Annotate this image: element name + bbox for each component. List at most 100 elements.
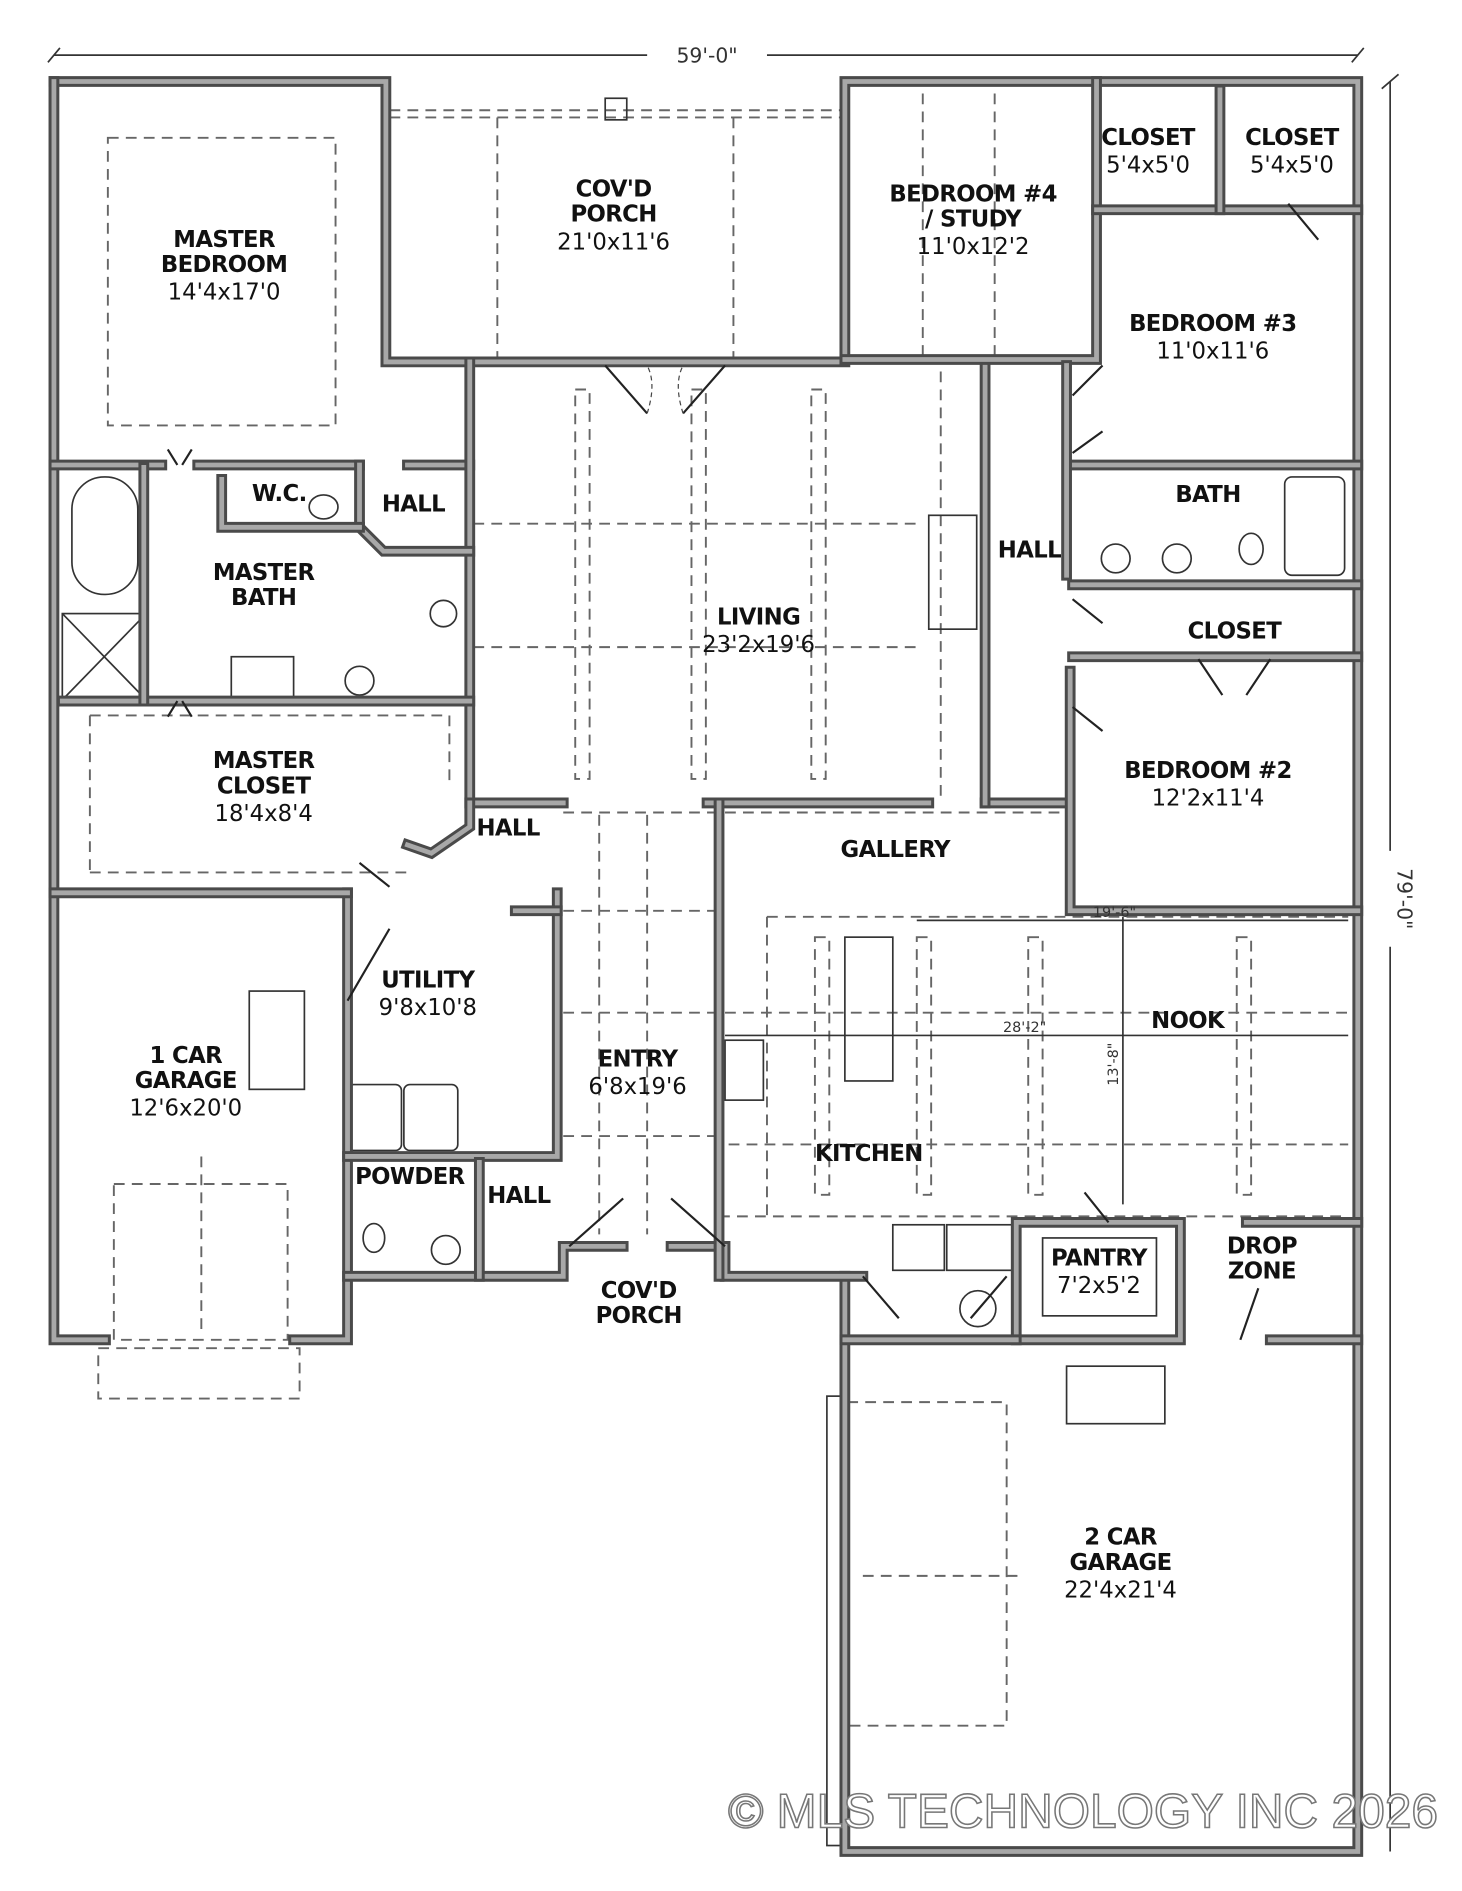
sink: [429, 599, 458, 628]
wall-segment: [1067, 668, 1361, 914]
room-powder: POWDER: [355, 1164, 466, 1190]
room-name: POWDER: [355, 1164, 466, 1190]
room-size: 6'8x19'6: [588, 1074, 686, 1100]
room-name: KITCHEN: [815, 1141, 923, 1167]
wall-segment: [51, 79, 1361, 1854]
wall-segment: [668, 1243, 866, 1279]
room-name: HALL: [998, 537, 1061, 563]
ceiling-fixture: [604, 97, 628, 121]
room-name: ZONE: [1228, 1259, 1296, 1285]
room-wc: W.C.: [252, 481, 307, 507]
kitchen-nook-depth-label: 13'-8": [1106, 1043, 1122, 1086]
toilet: [1238, 532, 1264, 566]
sink: [344, 665, 375, 696]
walls: [48, 76, 1364, 1857]
room-size: 7'2x5'2: [1057, 1273, 1141, 1299]
room-name: 1 CAR: [149, 1043, 223, 1069]
room-bath: BATH: [1175, 482, 1241, 508]
water-heater: [959, 1289, 997, 1328]
sink: [430, 1234, 462, 1266]
overall-depth-label: 79'-0": [1392, 868, 1416, 929]
room-size: 11'0x12'2: [917, 234, 1030, 260]
room-size: 14'4x17'0: [168, 280, 281, 306]
room-name: BATH: [1175, 482, 1240, 508]
wall-segment: [48, 76, 111, 1346]
washer: [346, 1083, 403, 1152]
room-name: LIVING: [717, 604, 800, 630]
kitchen-nook-width-label: 28'-2": [1003, 1020, 1046, 1036]
room-hall-bedrooms: HALL: [998, 537, 1062, 563]
appliance: [945, 1223, 1014, 1272]
pantry-shelf: [1041, 1237, 1158, 1317]
room-size: 12'2x11'4: [1152, 785, 1265, 811]
wall-segment: [219, 476, 362, 530]
cooktop: [724, 1039, 765, 1101]
room-name: BATH: [231, 585, 296, 611]
room-size: 23'2x19'6: [702, 632, 815, 658]
overall-width-dimension: 59'-0": [47, 43, 1365, 67]
toilet: [362, 1222, 386, 1254]
room-hall-utility: HALL: [476, 815, 540, 841]
sink: [1161, 543, 1193, 574]
wall-segment: [404, 800, 473, 856]
wall-segment: [51, 79, 108, 1343]
nook-width-label: 19'-6": [1093, 905, 1136, 921]
ceiling-lines: [88, 93, 1349, 1727]
room-name: PORCH: [596, 1303, 682, 1329]
room-size: 12'6x20'0: [129, 1096, 242, 1122]
room-name: GARAGE: [1069, 1550, 1171, 1576]
room-name: MASTER: [173, 227, 276, 253]
room-name: HALL: [382, 492, 445, 518]
room-gallery: GALLERY: [841, 837, 952, 863]
doors: [166, 203, 1320, 1341]
kitchen-island: [844, 936, 894, 1082]
room-bedroom-3: BEDROOM #311'0x11'6: [1129, 311, 1297, 365]
room-name: GALLERY: [841, 837, 951, 863]
room-name: CLOSET: [1101, 125, 1196, 151]
sink: [1100, 543, 1131, 574]
room-size: 9'8x10'8: [379, 995, 477, 1021]
room-name: UTILITY: [381, 967, 475, 993]
room-name: NOOK: [1151, 1008, 1226, 1034]
overall-depth-dimension: 79'-0": [1381, 73, 1416, 1852]
wall-segment: [345, 1243, 626, 1279]
room-name: DROP: [1227, 1234, 1297, 1260]
room-name: MASTER: [213, 748, 316, 774]
room-size: 5'4x5'0: [1250, 153, 1334, 179]
room-name: / STUDY: [925, 206, 1022, 232]
room-nook: NOOK: [1151, 1008, 1227, 1034]
wall-segment: [342, 887, 563, 1162]
overall-width-label: 59'-0": [676, 43, 737, 67]
room-name: CLOSET: [1245, 125, 1340, 151]
room-hall-master: HALL: [382, 492, 446, 518]
vanity-seat: [230, 655, 295, 702]
room-name: CLOSET: [1188, 619, 1283, 645]
room-size: 22'4x21'4: [1064, 1577, 1177, 1603]
garage-storage-box: [248, 990, 306, 1091]
appliance: [891, 1223, 946, 1272]
watermark: © MLS TECHNOLOGY INC 2026: [728, 1786, 1438, 1839]
wall-segment: [842, 79, 1099, 362]
room-name: 2 CAR: [1084, 1525, 1158, 1551]
room-kitchen: KITCHEN: [815, 1141, 923, 1167]
room-closet-hall: CLOSET: [1188, 619, 1283, 645]
room-name: ENTRY: [598, 1047, 679, 1073]
room-name: PANTRY: [1051, 1246, 1148, 1272]
room-size: 11'0x11'6: [1156, 338, 1269, 364]
wall-segment: [345, 890, 560, 1159]
